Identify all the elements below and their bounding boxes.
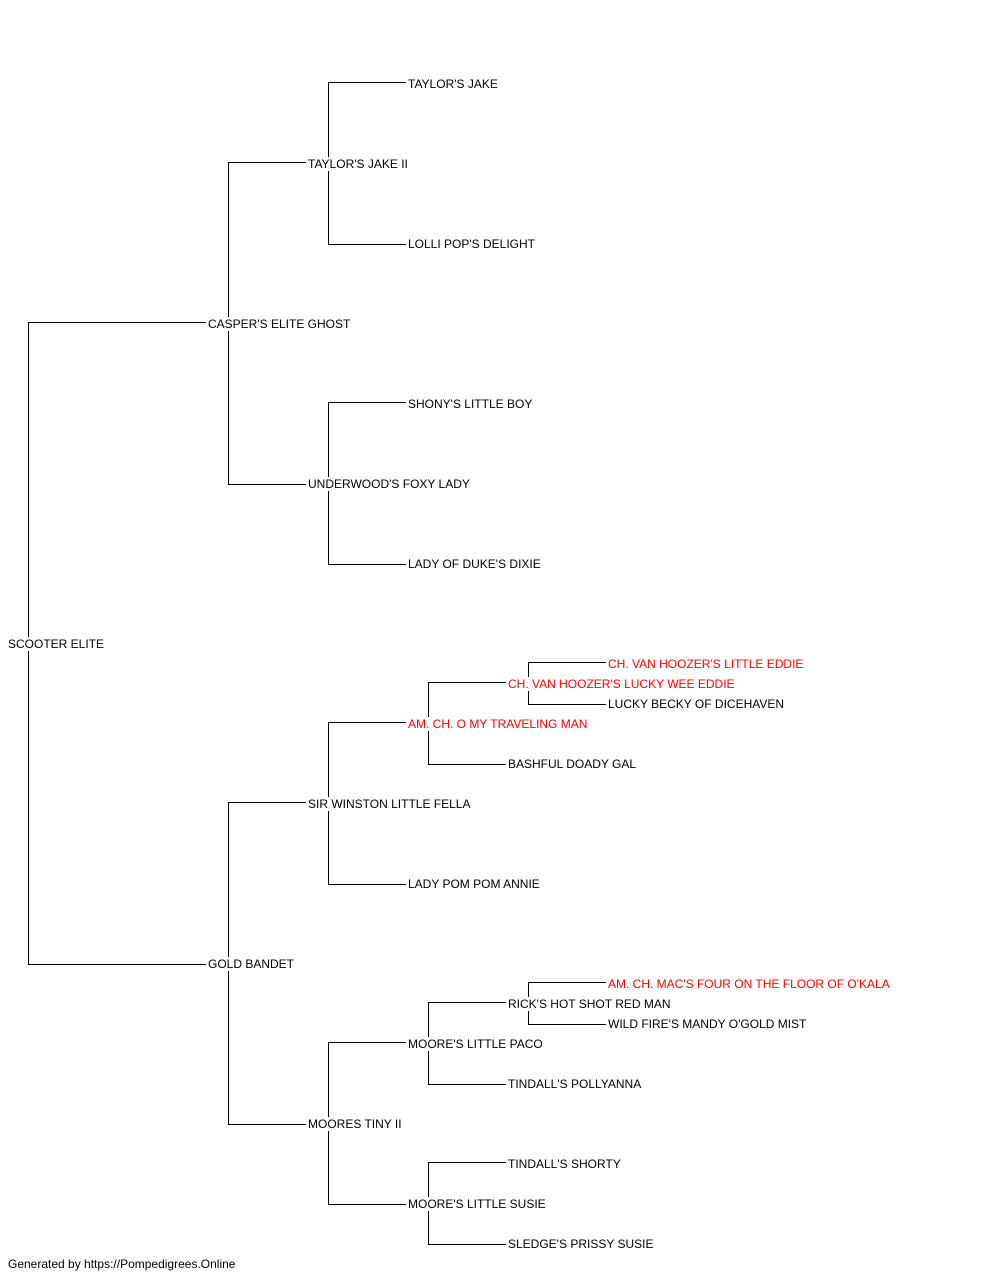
connector-dam-dam-sire-dam [428, 1042, 506, 1085]
connector-sire-sire-sire [328, 82, 406, 162]
dam-sire-sire-sire-dam-name: LUCKY BECKY OF DICEHAVEN [608, 697, 786, 711]
sire-sire-sire-name: TAYLOR'S JAKE [408, 77, 499, 91]
connector-sire-sire [228, 162, 306, 322]
connector-dam-dam-sire [328, 1042, 406, 1124]
sire-sire-dam-name: LOLLI POP'S DELIGHT [408, 237, 537, 251]
connector-subject-sire [28, 322, 206, 644]
connector-dam-sire-sire-sire-sire [528, 662, 606, 682]
connector-subject-dam [28, 644, 206, 965]
dam-dam-dam-sire-name: TINDALL'S SHORTY [508, 1157, 622, 1171]
dam-sire-sire-dam-name: BASHFUL DOADY GAL [508, 757, 638, 771]
dam-dam-sire-sire-dam-name: WILD FIRE'S MANDY O'GOLD MIST [608, 1017, 808, 1031]
dam-dam-dam-name: MOORE'S LITTLE SUSIE [408, 1197, 547, 1211]
connector-dam-dam-dam-dam [428, 1204, 506, 1245]
dam-dam-sire-name: MOORE'S LITTLE PACO [408, 1037, 544, 1051]
connector-dam-sire-sire [328, 722, 406, 802]
connector-dam-dam-sire-sire-sire [528, 982, 606, 1002]
connector-dam-sire-sire-sire [428, 682, 506, 722]
dam-sire-sire-sire-sire-name-champion: CH. VAN HOOZER'S LITTLE EDDIE [608, 657, 805, 671]
dam-sire-dam-name: LADY POM POM ANNIE [408, 877, 541, 891]
connector-dam-sire [228, 802, 306, 964]
dam-sire-sire-sire-name-champion: CH. VAN HOOZER'S LUCKY WEE EDDIE [508, 677, 736, 691]
connector-dam-sire-dam [328, 802, 406, 885]
connector-dam-dam-dam-sire [428, 1162, 506, 1204]
dam-sire-sire-name-champion: AM. CH. O MY TRAVELING MAN [408, 717, 589, 731]
connector-dam-dam-sire-sire [428, 1002, 506, 1042]
connector-sire-dam-dam [328, 484, 406, 565]
dam-dam-sire-dam-name: TINDALL'S POLLYANNA [508, 1077, 643, 1091]
connector-sire-dam-sire [328, 402, 406, 484]
dam-dam-name: MOORES TINY II [308, 1117, 403, 1131]
connector-dam-dam-dam [328, 1124, 406, 1205]
subject-name: SCOOTER ELITE [8, 637, 106, 651]
dam-dam-sire-sire-sire-name-champion: AM. CH. MAC'S FOUR ON THE FLOOR OF O'KAL… [608, 977, 891, 991]
connector-dam-dam [228, 964, 306, 1125]
dam-dam-dam-dam-name: SLEDGE'S PRISSY SUSIE [508, 1237, 655, 1251]
sire-dam-sire-name: SHONY'S LITTLE BOY [408, 397, 534, 411]
connector-sire-dam [228, 322, 306, 485]
sire-dam-dam-name: LADY OF DUKE'S DIXIE [408, 557, 542, 571]
sire-sire-name: TAYLOR'S JAKE II [308, 157, 409, 171]
sire-dam-name: UNDERWOOD'S FOXY LADY [308, 477, 471, 491]
dam-dam-sire-sire-name: RICK'S HOT SHOT RED MAN [508, 997, 672, 1011]
connector-sire-sire-dam [328, 162, 406, 245]
dam-sire-name: SIR WINSTON LITTLE FELLA [308, 797, 472, 811]
sire-name: CASPER'S ELITE GHOST [208, 317, 352, 331]
dam-name: GOLD BANDET [208, 957, 296, 971]
generated-by-footer: Generated by https://Pompedigrees.Online [8, 1257, 236, 1271]
connector-dam-sire-sire-dam [428, 722, 506, 765]
